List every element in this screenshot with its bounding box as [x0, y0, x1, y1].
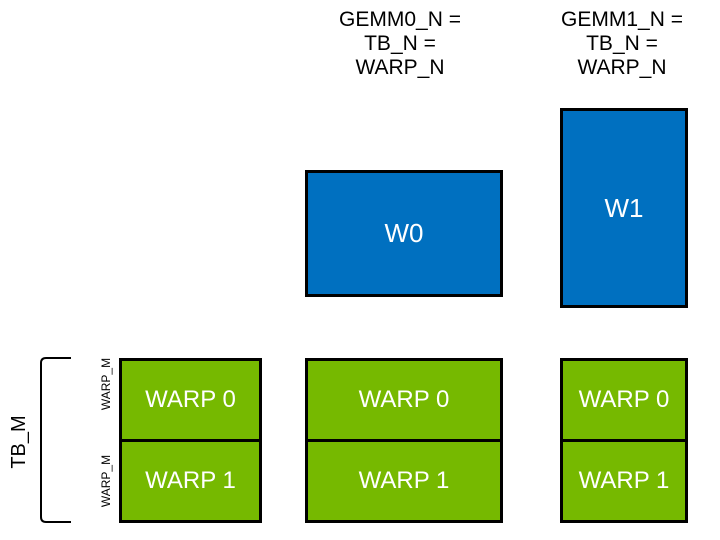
- blue-box-w0: W0: [305, 170, 503, 297]
- tb-m-label: TB_M: [8, 415, 30, 469]
- blue-box-label: W1: [604, 192, 644, 223]
- warp-cell-label: WARP 1: [358, 467, 450, 494]
- warp-stack-left: WARP 0 WARP 1: [119, 358, 262, 523]
- column-header-gemm0: GEMM0_N = TB_N = WARP_N: [295, 8, 505, 80]
- warp-cell-label: WARP 0: [578, 386, 670, 413]
- warp-cell: WARP 1: [560, 439, 688, 523]
- blue-box-label: W0: [384, 218, 424, 248]
- column-header-line: WARP_N: [577, 56, 667, 79]
- warp-cell-label: WARP 1: [578, 467, 670, 494]
- warp-stack-middle: WARP 0 WARP 1: [305, 358, 503, 523]
- warp-stack-right: WARP 0 WARP 1: [560, 358, 688, 523]
- warp-cell: WARP 1: [305, 439, 503, 523]
- tb-m-bracket-icon: [40, 357, 71, 523]
- warp-cell: WARP 0: [119, 358, 262, 442]
- column-header-line: WARP_N: [355, 56, 445, 79]
- warp-cell-label: WARP 0: [145, 386, 236, 413]
- blue-box-w1: W1: [560, 108, 688, 308]
- column-header-line: GEMM1_N =: [561, 8, 683, 31]
- warp-cell: WARP 0: [305, 358, 503, 442]
- warp-cell: WARP 0: [560, 358, 688, 442]
- warp-cell: WARP 1: [119, 439, 262, 523]
- column-header-gemm1: GEMM1_N = TB_N = WARP_N: [517, 8, 720, 80]
- warp-cell-label: WARP 1: [145, 467, 236, 494]
- column-header-line: TB_N =: [364, 32, 436, 55]
- warp-m-label-row0: WARP_M: [99, 357, 113, 411]
- column-header-line: GEMM0_N =: [339, 8, 461, 31]
- column-header-line: TB_N =: [586, 32, 658, 55]
- warp-m-label-row1: WARP_M: [99, 454, 113, 508]
- warp-cell-label: WARP 0: [358, 386, 450, 413]
